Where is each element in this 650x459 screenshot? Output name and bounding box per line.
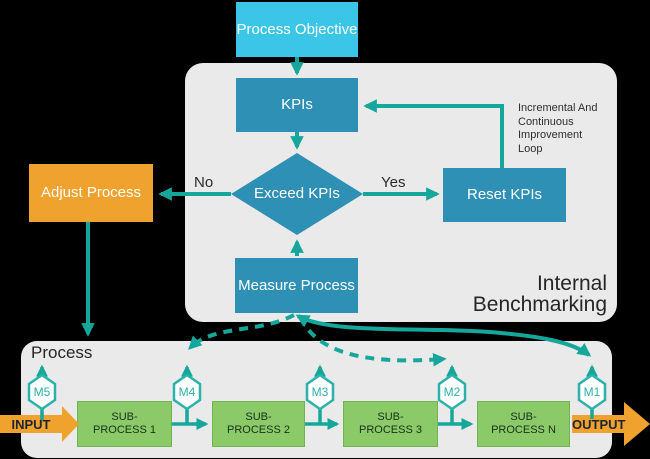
loop-note-line-3: Improvement bbox=[518, 129, 583, 141]
reset-kpis-node: Reset KPIs bbox=[443, 168, 566, 222]
output-label: OUTPUT bbox=[572, 417, 626, 432]
subprocess-n-node: SUB- PROCESS N bbox=[477, 401, 570, 447]
measure-process-label: Measure Process bbox=[238, 276, 355, 294]
subprocess-2-label: SUB- PROCESS 2 bbox=[227, 411, 290, 436]
m5-label: M5 bbox=[33, 385, 51, 399]
exceed-kpis-label: Exceed KPIs bbox=[254, 185, 340, 202]
improvement-loop-note: Incremental And Continuous Improvement L… bbox=[518, 102, 618, 156]
internal-benchmarking-caption: Internal Benchmarking bbox=[407, 273, 607, 315]
subprocess-3-label: SUB- PROCESS 3 bbox=[359, 411, 422, 436]
m3-label: M3 bbox=[311, 385, 329, 399]
subprocess-n-label: SUB- PROCESS N bbox=[491, 411, 556, 436]
subprocess-1-label: SUB- PROCESS 1 bbox=[93, 411, 156, 436]
no-label: No bbox=[194, 174, 214, 191]
input-label: INPUT bbox=[11, 417, 51, 432]
adjust-process-node: Adjust Process bbox=[29, 164, 153, 222]
yes-label: Yes bbox=[381, 174, 406, 191]
measure-process-node: Measure Process bbox=[235, 258, 358, 313]
m1-label: M1 bbox=[583, 385, 601, 399]
loop-note-line-1: Incremental And bbox=[518, 102, 598, 114]
reset-kpis-label: Reset KPIs bbox=[466, 186, 543, 203]
subprocess-1-node: SUB- PROCESS 1 bbox=[77, 401, 172, 447]
benchmark-line-2: Benchmarking bbox=[472, 293, 607, 316]
loop-note-line-4: Loop bbox=[518, 142, 543, 155]
m2-label: M2 bbox=[443, 385, 461, 399]
adjust-process-label: Adjust Process bbox=[40, 184, 142, 201]
process-objective-label: Process Objective bbox=[236, 20, 358, 38]
benchmark-line-1: Internal bbox=[536, 272, 607, 295]
kpis-label: KPIs bbox=[281, 96, 313, 113]
loop-note-line-2: Continuous bbox=[518, 115, 574, 128]
process-panel-title: Process bbox=[31, 343, 93, 362]
subprocess-2-node: SUB- PROCESS 2 bbox=[212, 401, 305, 447]
kpis-node: KPIs bbox=[236, 78, 358, 132]
subprocess-3-node: SUB- PROCESS 3 bbox=[343, 401, 438, 447]
process-objective-node: Process Objective bbox=[236, 2, 358, 57]
m4-label: M4 bbox=[178, 385, 196, 399]
